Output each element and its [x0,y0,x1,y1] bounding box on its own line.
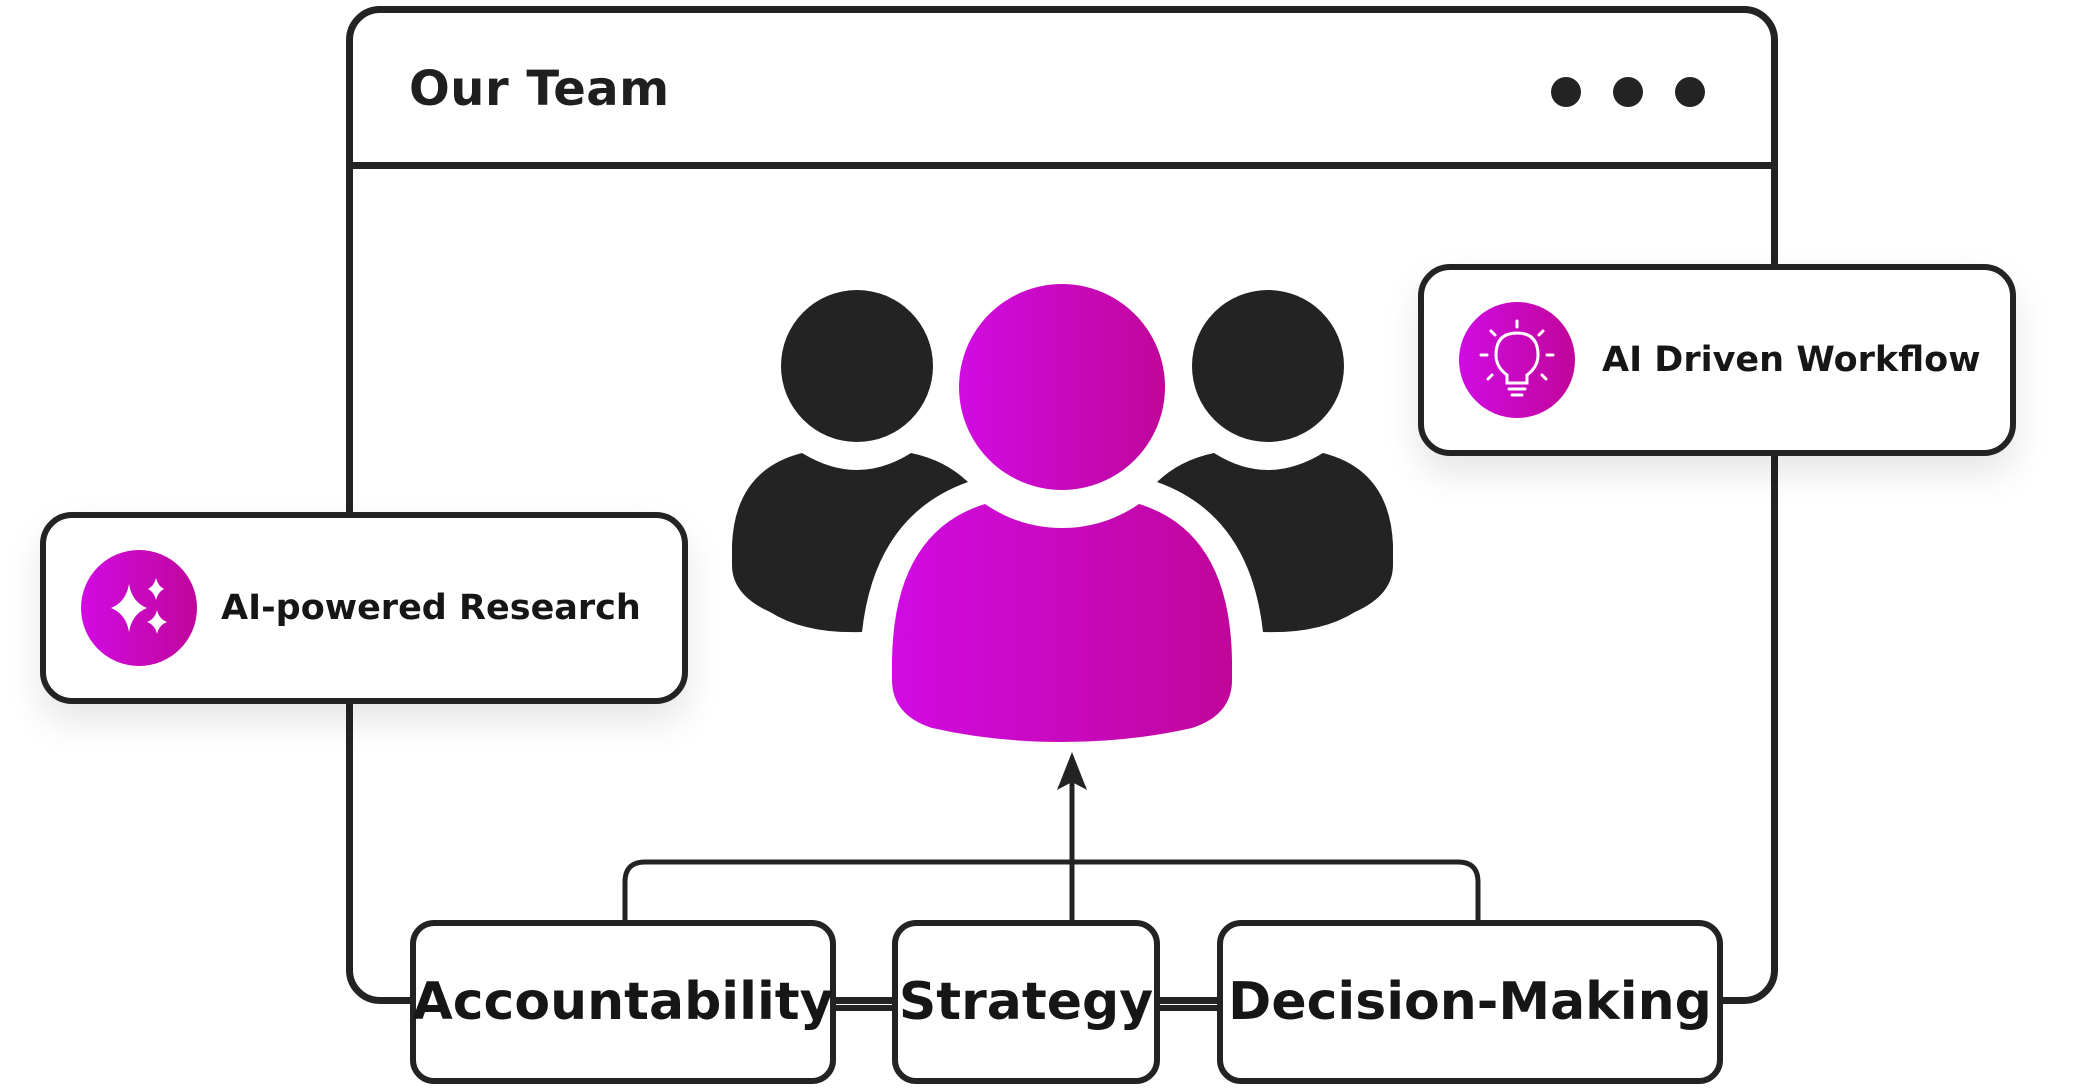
strategy-chip[interactable]: Strategy [892,920,1160,1084]
window-menu-dots[interactable] [1551,77,1705,107]
ai-workflow-label: AI Driven Workflow [1602,340,1981,380]
lightbulb-icon [1459,302,1575,418]
accountability-chip[interactable]: Accountability [410,920,836,1084]
window-title: Our Team [409,61,670,117]
ai-research-card[interactable]: AI-powered Research [40,512,688,704]
ai-workflow-card[interactable]: AI Driven Workflow [1418,264,2016,456]
ai-research-label: AI-powered Research [221,588,641,628]
team-member-right-icon [1157,290,1393,633]
team-leader-icon [892,284,1232,742]
sparkles-icon [81,550,197,666]
team-group-icon [732,284,1393,742]
menu-dot-icon [1613,77,1643,107]
menu-dot-icon [1675,77,1705,107]
window-header: Our Team [353,13,1771,169]
decision-making-chip[interactable]: Decision-Making [1217,920,1723,1084]
team-window: Our Team [346,6,1778,1004]
team-member-left-icon [732,290,968,633]
menu-dot-icon [1551,77,1581,107]
